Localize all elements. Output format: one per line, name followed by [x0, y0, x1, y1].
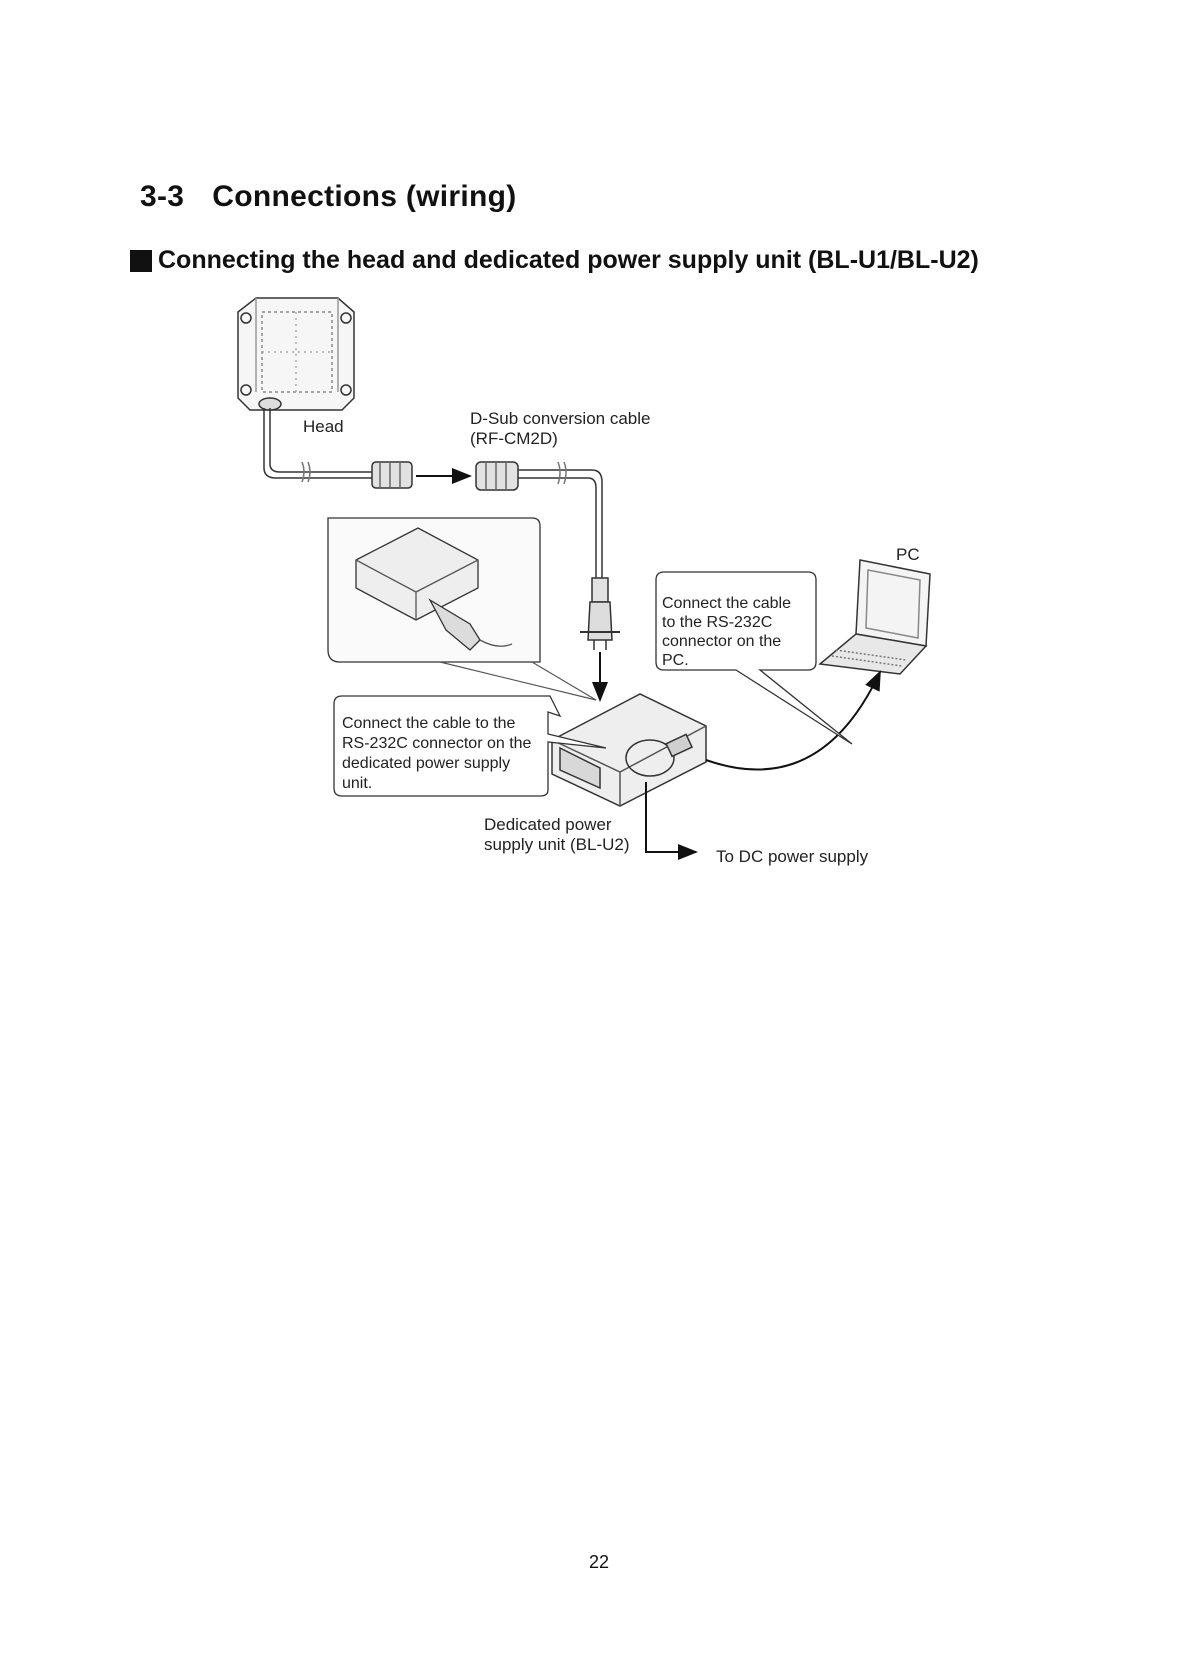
- label-psu-line2: supply unit (BL-U2): [484, 835, 630, 854]
- callout-psu-line2: RS-232C connector on the: [342, 735, 532, 752]
- callout-pc-line3: connector on the: [662, 633, 781, 650]
- label-dc-supply: To DC power supply: [716, 847, 869, 866]
- inset-pointer-line: [439, 661, 597, 701]
- callout-pc-line1: Connect the cable: [662, 595, 791, 612]
- callout-psu-line1: Connect the cable to the: [342, 715, 516, 732]
- callout-pc-line4: PC.: [662, 652, 689, 669]
- label-pc: PC: [896, 545, 920, 564]
- label-head: Head: [303, 417, 344, 436]
- label-psu-line1: Dedicated power: [484, 815, 612, 834]
- callout-psu-line3: dedicated power supply: [342, 755, 510, 772]
- section-title-text: Connections (wiring): [212, 180, 517, 213]
- dc-supply-arrow: [645, 782, 698, 860]
- label-cable-line1: D-Sub conversion cable: [470, 409, 650, 428]
- head-unit-illustration: [237, 297, 355, 411]
- head-cable: [263, 408, 413, 489]
- callout-psu-line4: unit.: [342, 775, 372, 792]
- bullet-square-icon: [130, 249, 152, 272]
- pc-laptop-illustration: [818, 559, 931, 675]
- inset-detail-box: [327, 517, 541, 663]
- power-supply-unit-illustration: [551, 693, 707, 807]
- callout-psu: [333, 695, 607, 797]
- callout-pc: [655, 571, 853, 745]
- label-cable-line2: (RF-CM2D): [470, 429, 558, 448]
- subsection-title: Connecting the head and dedicated power …: [130, 246, 979, 275]
- page-number: 22: [588, 1552, 610, 1572]
- section-number: 3-3: [140, 180, 185, 213]
- subsection-title-text: Connecting the head and dedicated power …: [158, 246, 979, 274]
- inset-pointer-line-2: [531, 661, 597, 701]
- section-title: 3-3 Connections (wiring): [140, 180, 517, 214]
- dsub-cable: [475, 461, 620, 650]
- callout-pc-line2: to the RS-232C: [662, 614, 772, 631]
- psu-to-pc-arrow: [705, 670, 881, 771]
